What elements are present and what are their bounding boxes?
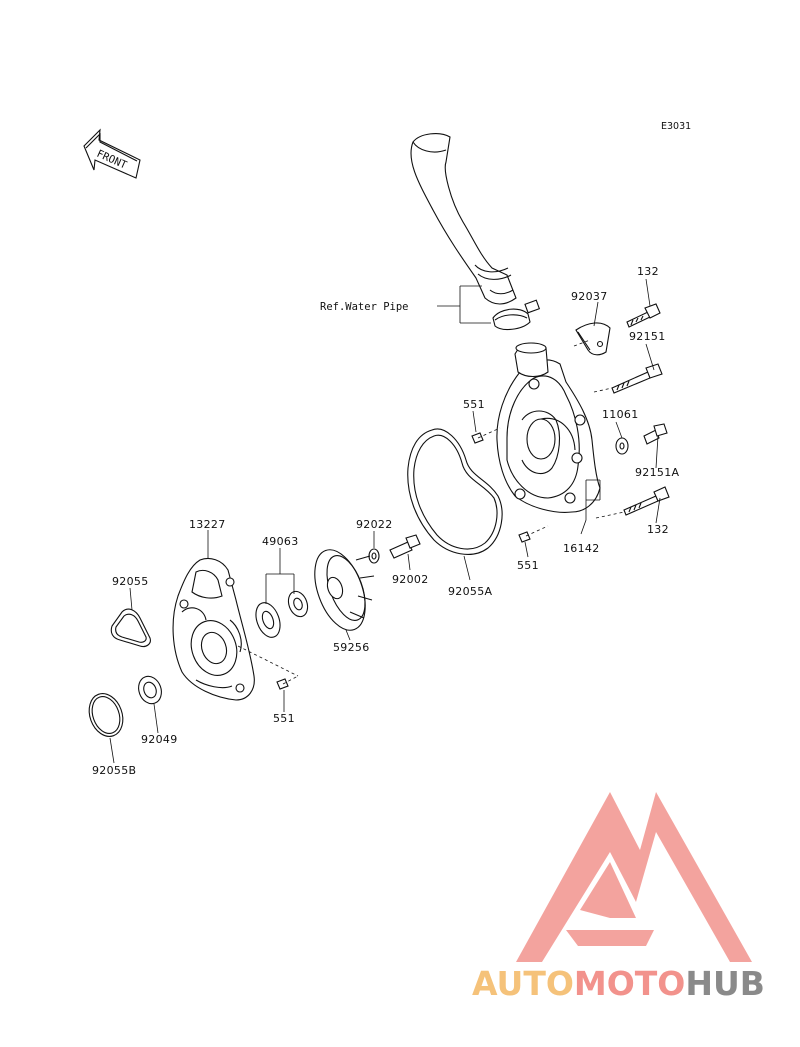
label-92151: 92151 [629,330,666,343]
washer-11061 [615,437,629,455]
watermark-word-moto: MOTO [574,964,685,1003]
ref-water-pipe-label: Ref.Water Pipe [320,301,409,313]
label-92037: 92037 [571,290,608,303]
pump-body-13227 [172,557,255,701]
watermark-word-hub: HUB [685,964,765,1003]
dowel-pin-551-mid [518,531,531,543]
label-49063: 49063 [262,535,299,548]
washer-92022 [368,548,380,564]
water-pipe-hose [410,133,517,305]
gasket-92055A [407,428,503,555]
watermark-text: AUTOMOTOHUB [472,964,765,1003]
seal-49063 [255,590,309,638]
label-92049: 92049 [141,733,178,746]
watermark-logo-icon [516,792,752,962]
label-16142: 16142 [563,542,600,555]
hose-clamp [492,299,541,331]
bolt-92151 [611,363,663,394]
label-132-bottom: 132 [647,523,669,536]
label-11061: 11061 [602,408,639,421]
label-92055B: 92055B [92,764,136,777]
label-92022: 92022 [356,518,393,531]
pump-housing-cover [496,342,601,513]
clip-92037 [575,322,611,356]
bolt-132-bottom [623,486,670,516]
label-551-mid: 551 [517,559,539,572]
label-132-top: 132 [637,265,659,278]
label-92055A: 92055A [448,585,492,598]
bolt-92002 [389,534,421,559]
o-ring-92055B [88,693,124,737]
label-59256: 59256 [333,641,370,654]
label-92151A: 92151A [635,466,679,479]
impeller-59256 [314,549,375,631]
label-551-top: 551 [463,398,485,411]
watermark-word-auto: AUTO [472,964,574,1003]
dowel-pin-551-top [471,432,484,444]
bolt-92151A [643,423,668,445]
gasket-92055 [110,608,151,648]
dowel-pin-551-low [276,678,289,690]
label-551-low: 551 [273,712,295,725]
oil-seal-92049 [138,675,162,705]
front-arrow-icon: FRONT [83,128,141,179]
label-13227: 13227 [189,518,226,531]
bolt-132-top [626,303,661,328]
label-92055: 92055 [112,575,149,588]
diagram-code: E3031 [661,121,691,132]
label-92002: 92002 [392,573,429,586]
